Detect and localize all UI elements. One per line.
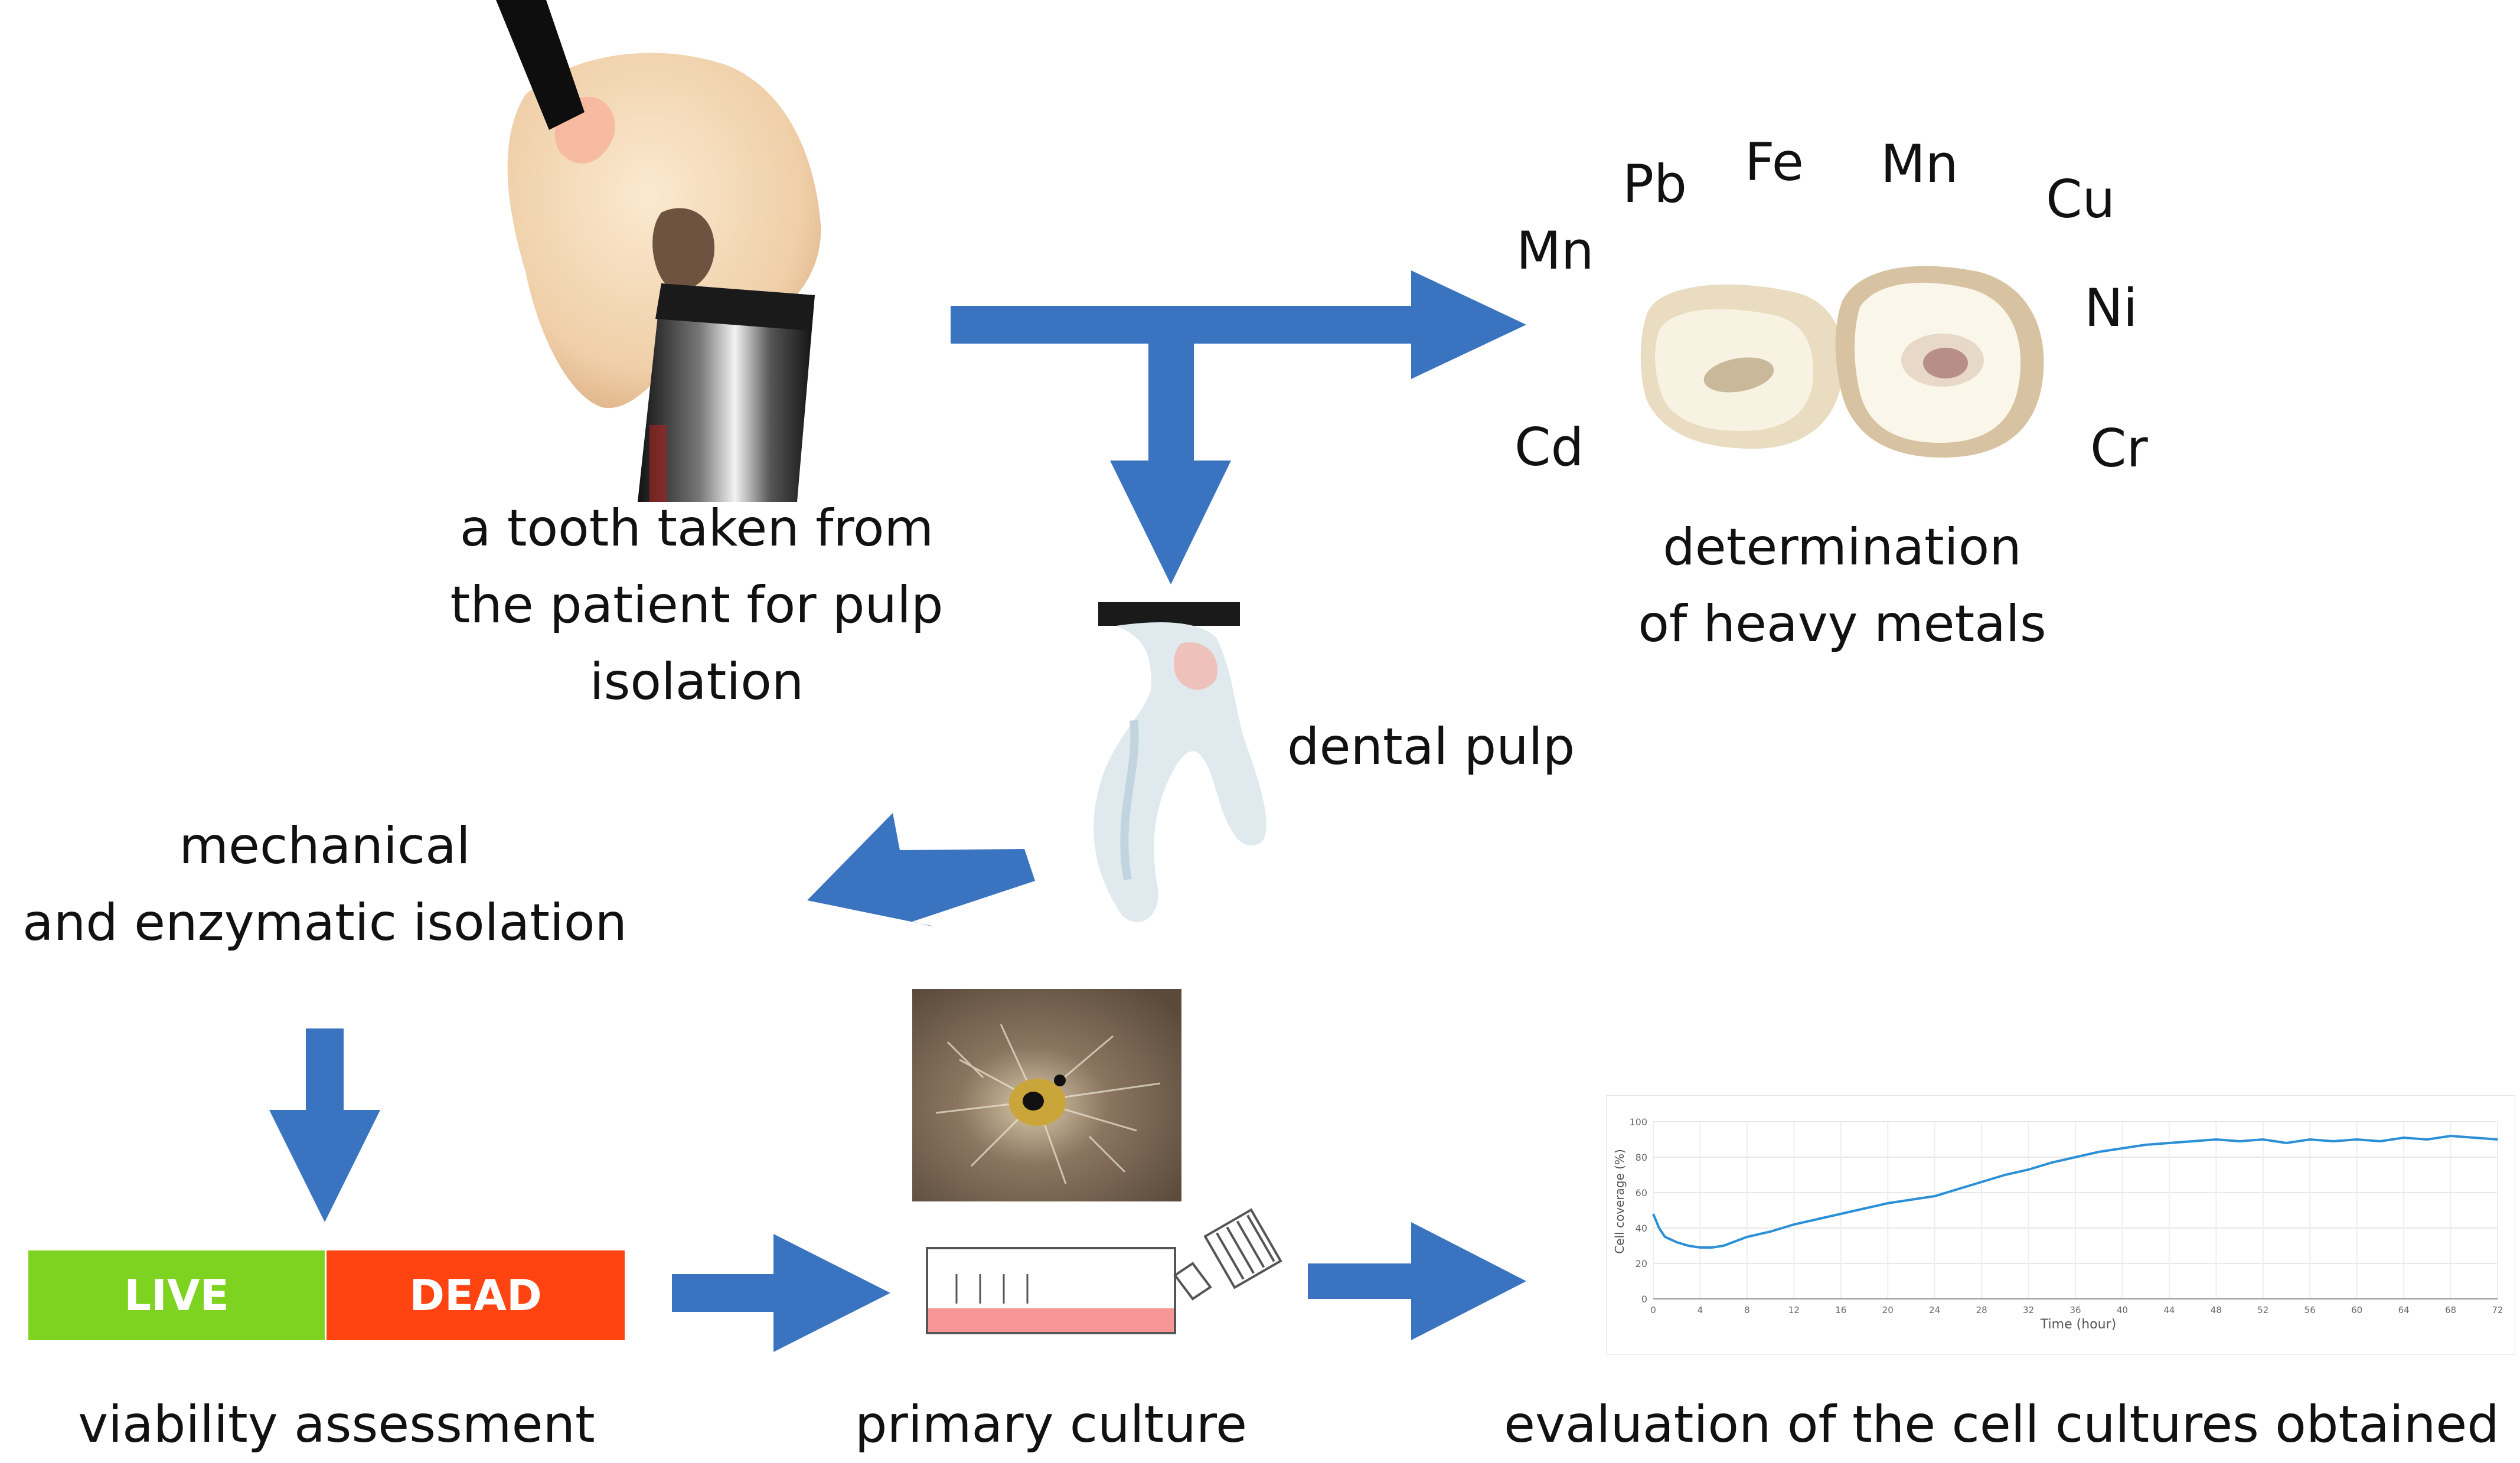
heavy-metals-caption: determination of heavy metals [1638, 518, 2046, 654]
arrow-down-to-viability [269, 1028, 380, 1222]
x-tick-label: 44 [2163, 1305, 2175, 1315]
x-tick-label: 0 [1650, 1305, 1656, 1315]
metal-label: Cd [1514, 417, 1584, 478]
metal-label: Fe [1745, 132, 1804, 192]
metal-label: Pb [1623, 154, 1687, 214]
arrow-right-to-metals [951, 270, 1526, 379]
y-tick-label: 40 [1636, 1223, 1647, 1234]
dental-pulp-caption: dental pulp [1287, 717, 1575, 776]
metal-label: Mn [1516, 220, 1594, 281]
y-tick-label: 60 [1636, 1187, 1647, 1199]
x-tick-label: 60 [2351, 1305, 2362, 1315]
tooth-halves-photo [1640, 266, 2044, 458]
arrow-right-to-culture [672, 1234, 890, 1352]
metal-label: Ni [2084, 277, 2138, 338]
arrow-down-to-pulp [1110, 344, 1231, 584]
x-tick-label: 24 [1929, 1305, 1940, 1315]
y-axis-label: Cell coverage (%) [1612, 1149, 1627, 1254]
viability-caption: viability assessment [78, 1395, 595, 1454]
y-tick-label: 0 [1641, 1294, 1647, 1305]
primary-culture-caption: primary culture [854, 1395, 1248, 1454]
x-tick-label: 48 [2211, 1305, 2222, 1315]
microscopy-photo [912, 989, 1181, 1201]
arrow-right-to-evaluation [1308, 1222, 1526, 1340]
y-tick-label: 100 [1629, 1116, 1647, 1128]
x-tick-label: 28 [1976, 1305, 1987, 1315]
x-tick-label: 68 [2445, 1305, 2456, 1315]
tooth-caption: a tooth taken from the patient for pulp … [450, 499, 944, 711]
x-tick-label: 12 [1788, 1305, 1800, 1315]
x-tick-label: 8 [1744, 1305, 1750, 1315]
x-tick-label: 56 [2304, 1305, 2316, 1315]
x-tick-label: 64 [2398, 1305, 2410, 1315]
metal-label: Cr [2090, 418, 2148, 479]
live-bar: LIVE [28, 1250, 325, 1340]
x-tick-label: 36 [2069, 1305, 2081, 1315]
arrow-down-left-to-isolation [807, 813, 1035, 926]
x-tick-label: 72 [2492, 1305, 2503, 1315]
isolation-caption: mechanical and enzymatic isolation [22, 817, 627, 952]
dead-bar: DEAD [327, 1250, 625, 1340]
y-tick-label: 20 [1636, 1258, 1647, 1269]
series-line [1652, 1134, 2498, 1249]
y-tick-label: 80 [1636, 1152, 1647, 1163]
x-tick-label: 4 [1698, 1305, 1703, 1315]
x-tick-label: 20 [1882, 1305, 1894, 1315]
dental-pulp-photo [1093, 602, 1266, 922]
evaluation-caption: evaluation of the cell cultures obtained [1504, 1395, 2499, 1454]
culture-flask-icon [926, 1208, 1282, 1334]
tooth-photo [496, 0, 821, 502]
x-tick-label: 52 [2257, 1305, 2268, 1315]
metal-label: Cu [2046, 169, 2116, 230]
x-tick-label: 16 [1835, 1305, 1846, 1315]
x-axis-label: Time (hour) [2040, 1317, 2116, 1332]
metal-label: Mn [1881, 133, 1958, 194]
x-tick-label: 32 [2023, 1305, 2034, 1315]
x-tick-label: 40 [2117, 1305, 2128, 1315]
